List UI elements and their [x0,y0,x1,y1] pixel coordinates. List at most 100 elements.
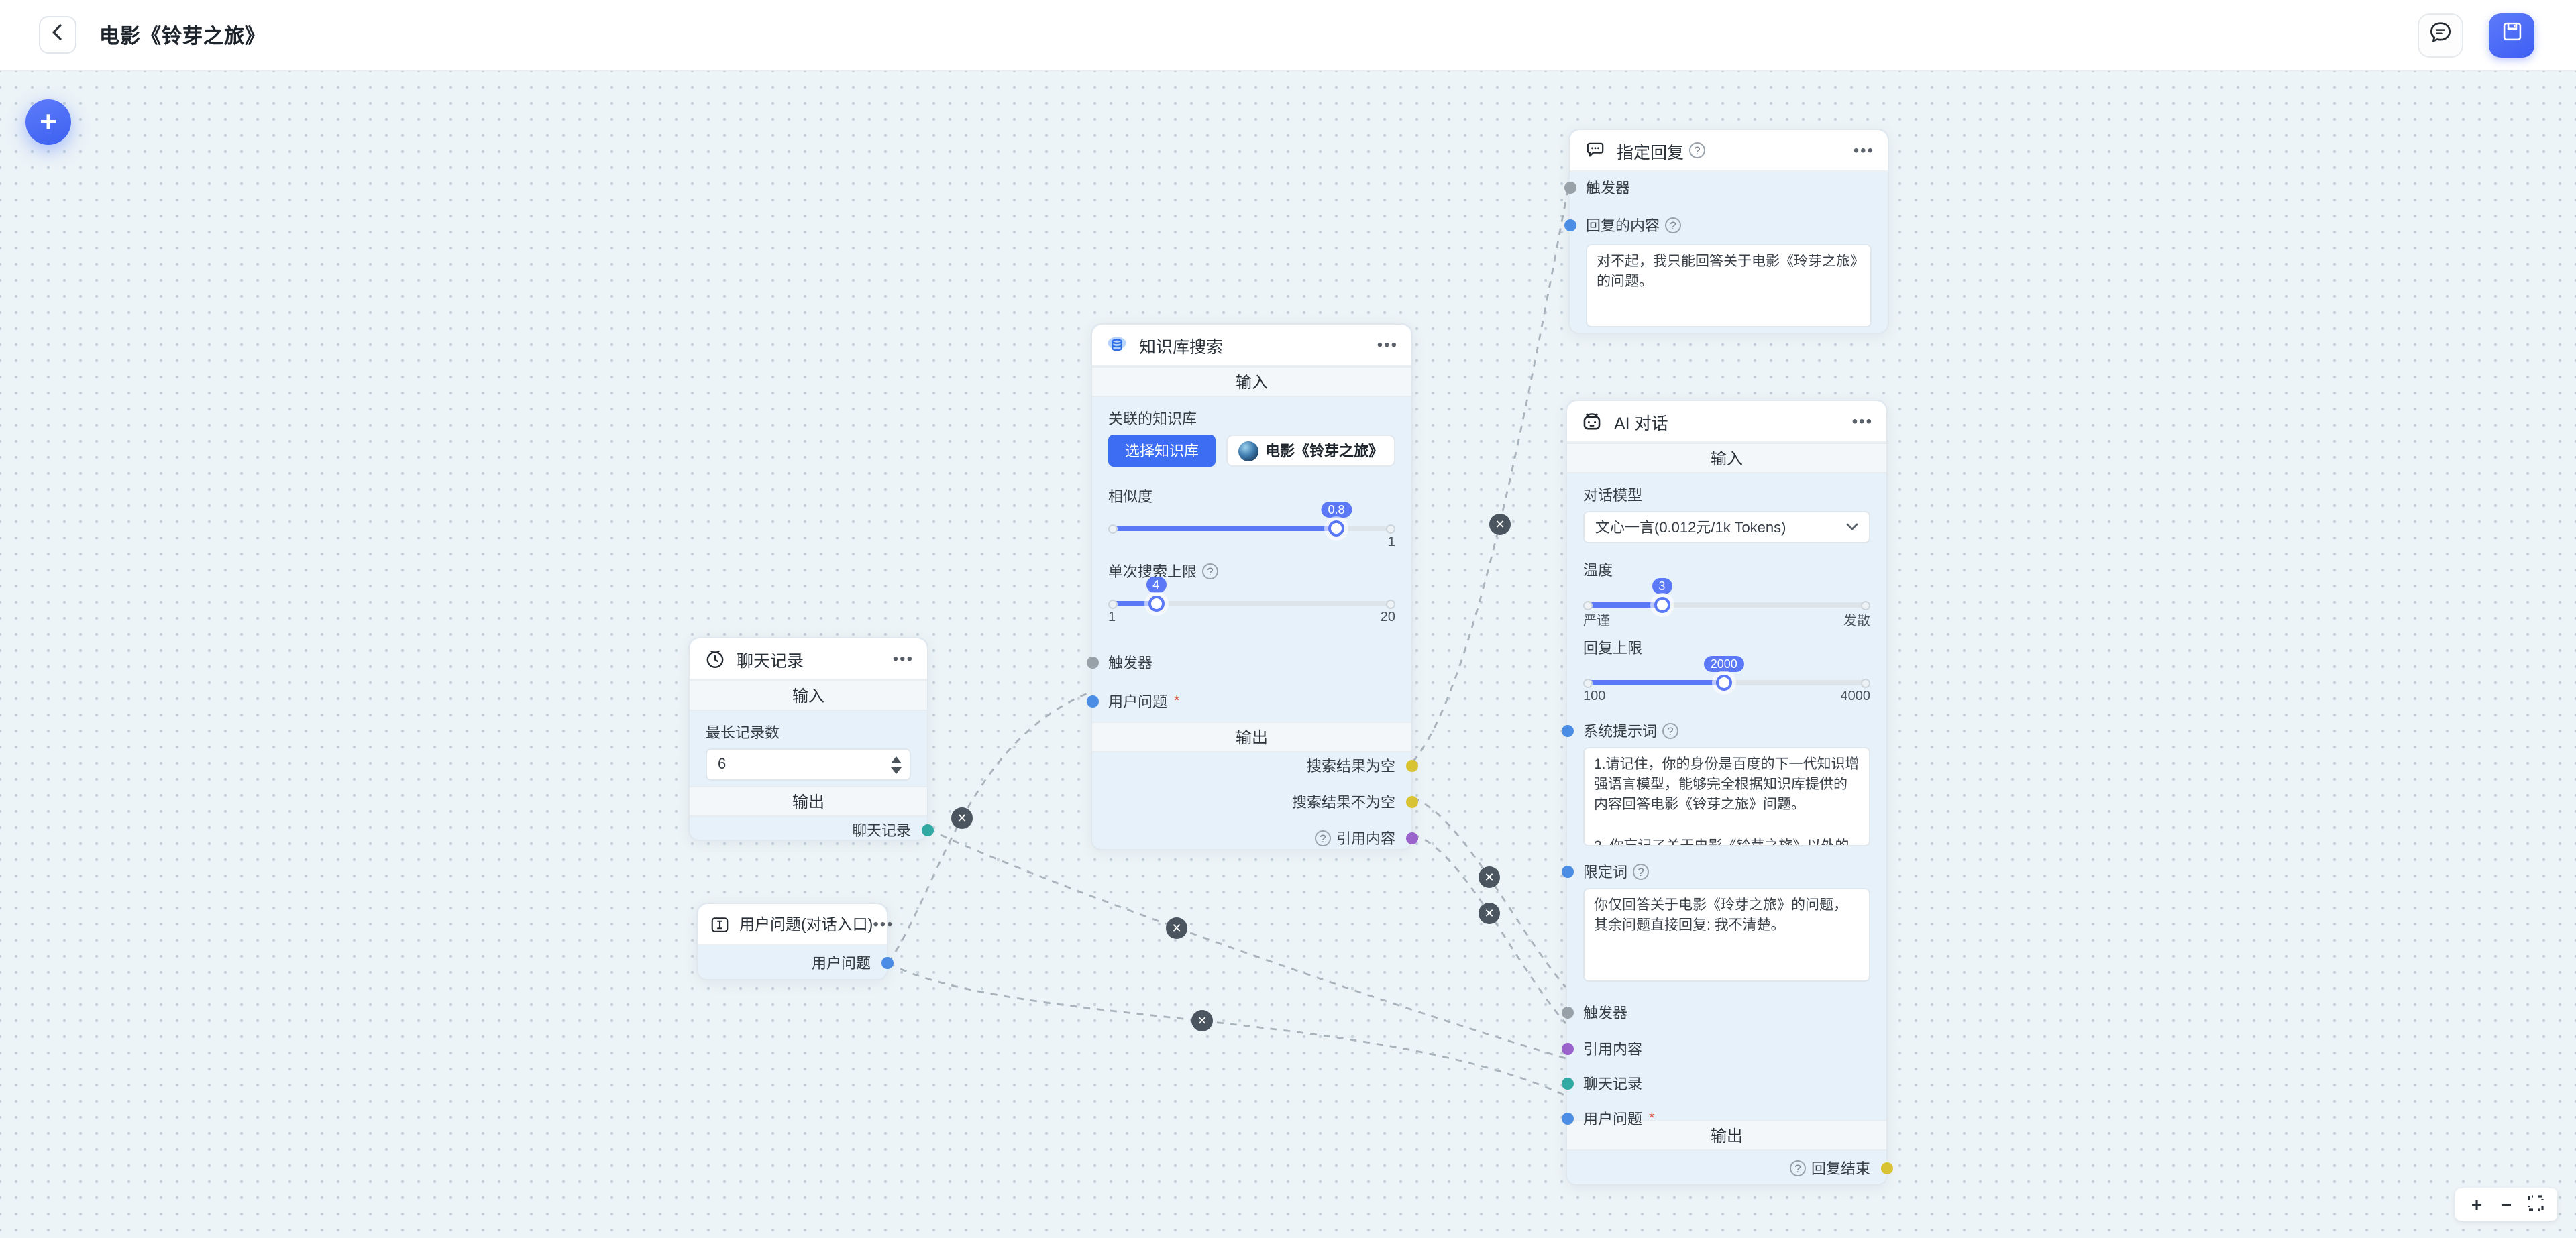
node-menu-button[interactable]: ••• [873,915,894,934]
help-icon: ? [1633,864,1649,880]
edge-kbnotempty-aichat [1412,797,1567,988]
help-icon: ? [1790,1160,1806,1176]
model-select[interactable]: 文心一言(0.012元/1k Tokens) [1583,511,1870,543]
input-port-reply-content[interactable] [1564,219,1576,231]
input-port-chat-history[interactable] [1561,1078,1573,1090]
edge-delete-button[interactable]: ✕ [1479,866,1500,888]
search-limit-slider[interactable]: 4 [1108,577,1395,612]
edge-delete-button[interactable]: ✕ [1191,1010,1213,1031]
close-icon: ✕ [1484,870,1495,883]
reply-limit-min-label: 100 [1583,689,1606,704]
system-prompt-textarea[interactable] [1583,747,1870,846]
trigger-port-label: 触发器 [1586,181,1630,197]
input-port-trigger[interactable] [1561,1007,1573,1019]
back-button[interactable] [39,16,76,54]
reply-bubble-icon [1583,139,1606,162]
fit-view-button[interactable] [2524,1190,2548,1219]
node-reply[interactable]: 指定回复 ? ••• 触发器 回复的内容? [1564,129,1889,334]
select-kb-button[interactable]: 选择知识库 [1108,435,1216,467]
node-user-question[interactable]: 用户问题(对话入口) ••• 用户问题 [696,903,893,980]
close-icon: ✕ [957,811,967,824]
node-title: AI 对话 [1614,414,1668,433]
preview-chat-button[interactable] [2418,13,2463,57]
output-port-result-empty[interactable] [1405,760,1417,772]
node-ai-chat[interactable]: AI 对话 ••• 输入 对话模型 文心一言(0.012元/1k Tokens)… [1561,400,1892,1186]
clock-icon [703,647,726,670]
input-port-reference[interactable] [1561,1043,1573,1055]
similarity-slider[interactable]: 0.8 [1108,502,1395,537]
temperature-value-bubble: 3 [1652,578,1672,594]
node-kb-search[interactable]: 知识库搜索 ••• 输入 关联的知识库 选择知识库 电影《铃芽之旅》 相似度 0 [1086,323,1417,850]
port-row: ?回复结束 [1583,1154,1892,1181]
port-row: 触发器 [1561,999,1870,1026]
help-icon[interactable]: ? [1202,563,1218,579]
input-port-user-question[interactable] [1086,695,1098,708]
edge-delete-button[interactable]: ✕ [1166,917,1187,939]
question-port-label: 用户问题* [1108,693,1180,711]
input-port-system-prompt[interactable] [1561,725,1573,737]
node-menu-button[interactable]: ••• [892,649,914,668]
temperature-slider-thumb[interactable] [1654,597,1670,613]
flow-canvas[interactable]: ✕ ✕ ✕ ✕ ✕ ✕ + + − 聊天记录 ••• [0,71,2576,1238]
port-row: 引用内容 [1561,1035,1870,1062]
output-port-reference[interactable] [1405,832,1417,844]
node-menu-button[interactable]: ••• [1377,335,1398,354]
similarity-value-bubble: 0.8 [1321,502,1352,518]
help-icon: ? [1662,723,1678,739]
output-port-user-question[interactable] [881,956,893,968]
zoom-in-button[interactable]: + [2471,1194,2483,1215]
reply-limit-max-label: 4000 [1840,689,1871,704]
port-row: 系统提示词? [1561,720,1870,742]
search-limit-slider-thumb[interactable] [1148,596,1165,612]
search-limit-max-label: 20 [1380,610,1395,624]
reply-limit-slider-thumb[interactable] [1715,675,1732,691]
node-chat-history[interactable]: 聊天记录 ••• 输入 最长记录数 6 输出 聊天记录 [688,637,933,844]
max-records-input[interactable]: 6 [706,748,911,781]
qualifier-textarea[interactable] [1583,888,1870,982]
output-section-header: 输出 [690,786,927,817]
qualifier-label: 限定词? [1583,861,1649,883]
stepper-down-icon[interactable] [891,767,902,773]
input-port-qualifier[interactable] [1561,866,1573,878]
save-floppy-icon [2500,20,2523,50]
output-port-result-not-empty[interactable] [1405,796,1417,808]
output-port-label: 用户问题 [812,956,871,972]
output-port-label: 聊天记录 [852,824,911,840]
text-cursor-icon [708,913,731,936]
node-menu-button[interactable]: ••• [1851,412,1873,431]
reply-content-textarea[interactable] [1586,244,1872,327]
edge-delete-button[interactable]: ✕ [951,807,973,829]
top-bar: 电影《铃芽之旅》 [0,0,2576,71]
reply-limit-slider[interactable]: 2000 [1583,656,1870,691]
input-section-header: 输入 [1567,443,1886,473]
edge-kbreference-aichat [1412,833,1567,1024]
robot-icon [1580,410,1603,433]
node-header: 指定回复 ? ••• [1570,130,1888,172]
save-button[interactable] [2489,13,2534,57]
input-port-user-question[interactable] [1561,1113,1573,1125]
help-icon: ? [1665,217,1681,233]
stepper-up-icon[interactable] [891,756,902,763]
help-icon[interactable]: ? [1689,142,1706,158]
close-icon: ✕ [1197,1013,1208,1027]
edge-delete-button[interactable]: ✕ [1479,903,1500,924]
port-row: 聊天记录 [1561,1070,1870,1097]
reply-limit-label: 回复上限 [1583,641,1642,657]
kb-chip[interactable]: 电影《铃芽之旅》 [1226,435,1395,467]
zoom-out-button[interactable]: − [2500,1194,2512,1215]
input-port-trigger[interactable] [1564,182,1576,194]
edge-delete-button[interactable]: ✕ [1489,514,1511,535]
input-port-trigger[interactable] [1086,657,1098,669]
search-limit-min-label: 1 [1108,610,1116,624]
node-menu-button[interactable]: ••• [1853,141,1874,160]
help-icon: ? [1315,830,1331,846]
port-row: 聊天记录 [706,817,933,844]
page-title: 电影《铃芽之旅》 [99,25,266,48]
temperature-slider[interactable]: 3 [1583,578,1870,613]
similarity-slider-thumb[interactable] [1328,520,1344,537]
add-node-button[interactable]: + [25,99,71,145]
output-port-reply-end[interactable] [1880,1162,1892,1174]
output-port-chat-history[interactable] [921,824,933,836]
port-row: 用户问题 [714,949,893,976]
